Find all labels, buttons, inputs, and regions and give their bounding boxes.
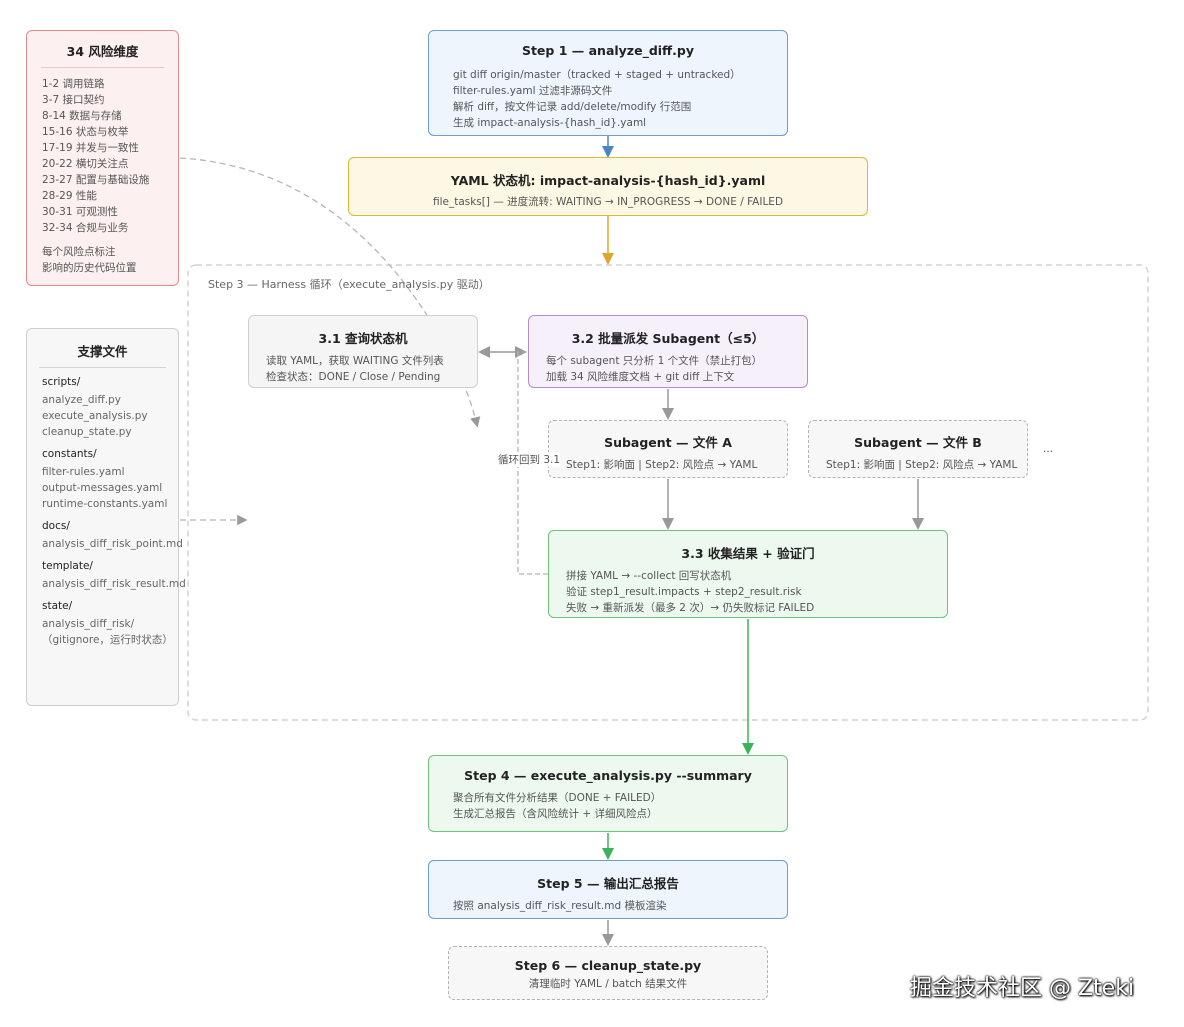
step1-line: filter-rules.yaml 过滤非源码文件 [453,85,613,97]
risk-dimension-item: 15-16 状态与枚举 [42,126,129,138]
subagent-a-title: Subagent — 文件 A [604,435,732,450]
risk-dimension-item: 28-29 性能 [42,190,97,202]
step4-line: 聚合所有文件分析结果（DONE + FAILED） [453,792,662,804]
step3-container [187,264,1149,721]
yaml-state-line: file_tasks[] — 进度流转: WAITING → IN_PROGRE… [432,196,784,208]
step1-line: 生成 impact-analysis-{hash_id}.yaml [453,117,647,129]
risk-dimension-item: 20-22 横切关注点 [42,158,129,170]
subagent-b-box: Subagent — 文件 B Step1: 影响面 | Step2: 风险点 … [808,420,1028,478]
step5-title: Step 5 — 输出汇总报告 [537,876,679,891]
step6-box: Step 6 — cleanup_state.py 清理临时 YAML / ba… [448,946,768,1000]
support-groups: scripts/analyze_diff.py execute_analysis.… [27,374,186,648]
risk-dimension-item: 3-7 接口契约 [42,94,105,106]
support-group: template/analysis_diff_risk_result.md [42,558,186,592]
support-file: analysis_diff_risk/ [42,618,135,630]
step6-title: Step 6 — cleanup_state.py [514,958,702,973]
step31-box: 3.1 查询状态机 读取 YAML，获取 WAITING 文件列表 检查状态：D… [248,315,478,388]
risk-dimension-item: 23-27 配置与基础设施 [42,174,150,186]
step1-line: git diff origin/master（tracked + staged … [453,69,741,81]
support-dir: scripts/ [42,376,81,388]
risk-panel-divider [41,67,164,68]
support-file: cleanup_state.py [42,426,132,438]
yaml-state-machine-box: YAML 状态机: impact-analysis-{hash_id}.yaml… [348,157,868,216]
step33-title: 3.3 收集结果 + 验证门 [681,546,815,561]
step32-line: 每个 subagent 只分析 1 个文件（禁止打包） [546,355,763,367]
step31-line: 读取 YAML，获取 WAITING 文件列表 [266,355,444,367]
step1-box: Step 1 — analyze_diff.py git diff origin… [428,30,788,136]
risk-note: 每个风险点标注影响的历史代码位置 [27,244,178,276]
support-panel-divider [39,367,166,368]
support-group: scripts/analyze_diff.py execute_analysis.… [42,374,178,440]
step4-line: 生成汇总报告（含风险统计 + 详细风险点） [453,808,658,820]
step33-line: 拼接 YAML → --collect 回写状态机 [566,570,732,582]
support-dir: docs/ [42,520,70,532]
step33-box: 3.3 收集结果 + 验证门 拼接 YAML → --collect 回写状态机… [548,530,948,618]
support-file: filter-rules.yaml [42,466,125,478]
step4-box: Step 4 — execute_analysis.py --summary 聚… [428,755,788,832]
step5-box: Step 5 — 输出汇总报告 按照 analysis_diff_risk_re… [428,860,788,919]
risk-dimension-item: 17-19 并发与一致性 [42,142,139,154]
loop-back-label: 循环回到 3.1 [498,452,561,467]
support-file: analysis_diff_risk_result.md [42,578,186,590]
support-dir: constants/ [42,448,97,460]
step31-line: 检查状态：DONE / Close / Pending [266,371,441,383]
step1-line: 解析 diff，按文件记录 add/delete/modify 行范围 [453,101,692,113]
risk-dimensions-panel: 34 风险维度 1-2 调用链路 3-7 接口契约 8-14 数据与存储 15-16 … [26,30,179,286]
support-dir: state/ [42,600,73,612]
more-subagents-ellipsis: ... [1043,443,1054,455]
step5-line: 按照 analysis_diff_risk_result.md 模板渲染 [453,900,667,912]
support-file: execute_analysis.py [42,410,148,422]
step6-line: 清理临时 YAML / batch 结果文件 [528,978,688,990]
step31-title: 3.1 查询状态机 [318,331,408,346]
risk-note-line: 影响的历史代码位置 [42,262,137,274]
support-group: constants/filter-rules.yaml output-messag… [42,446,178,512]
subagent-b-title: Subagent — 文件 B [854,435,982,450]
support-dir: template/ [42,560,93,572]
support-file: analysis_diff_risk_point.md [42,538,183,550]
step32-title: 3.2 批量派发 Subagent（≤5） [571,331,765,346]
watermark: 掘金技术社区 @ Zteki [910,976,1135,1001]
support-files-panel: 支撑文件 scripts/analyze_diff.py execute_anal… [26,328,186,706]
step32-box: 3.2 批量派发 Subagent（≤5） 每个 subagent 只分析 1 … [528,315,808,388]
risk-items-list: 1-2 调用链路 3-7 接口契约 8-14 数据与存储 15-16 状态与枚举 17-… [27,76,178,236]
support-group: state/analysis_diff_risk/ （gitignore，运行时状… [42,598,178,648]
support-file: output-messages.yaml [42,482,163,494]
risk-panel-title: 34 风险维度 [66,44,139,59]
risk-note-line: 每个风险点标注 [42,246,116,258]
support-panel-title: 支撑文件 [77,344,128,359]
step32-line: 加载 34 风险维度文档 + git diff 上下文 [546,371,735,383]
support-file: runtime-constants.yaml [42,498,168,510]
step1-title: Step 1 — analyze_diff.py [521,43,695,58]
risk-dimension-item: 30-31 可观测性 [42,206,118,218]
subagent-b-line: Step1: 影响面 | Step2: 风险点 → YAML [826,459,1018,471]
step33-line: 验证 step1_result.impacts + step2_result.r… [566,586,802,598]
support-group: docs/analysis_diff_risk_point.md [42,518,183,552]
step4-title: Step 4 — execute_analysis.py --summary [464,768,752,783]
step3-label: Step 3 — Harness 循环（execute_analysis.py … [208,278,490,291]
step33-line: 失败 → 重新派发（最多 2 次）→ 仍失败标记 FAILED [566,602,815,614]
yaml-state-title: YAML 状态机: impact-analysis-{hash_id}.yaml [450,173,766,188]
risk-dimension-item: 8-14 数据与存储 [42,110,122,122]
support-file: （gitignore，运行时状态） [42,634,173,646]
subagent-a-box: Subagent — 文件 A Step1: 影响面 | Step2: 风险点 … [548,420,788,478]
risk-dimension-item: 32-34 合规与业务 [42,222,129,234]
subagent-a-line: Step1: 影响面 | Step2: 风险点 → YAML [566,459,758,471]
support-file: analyze_diff.py [42,394,121,406]
risk-dimension-item: 1-2 调用链路 [42,78,105,90]
